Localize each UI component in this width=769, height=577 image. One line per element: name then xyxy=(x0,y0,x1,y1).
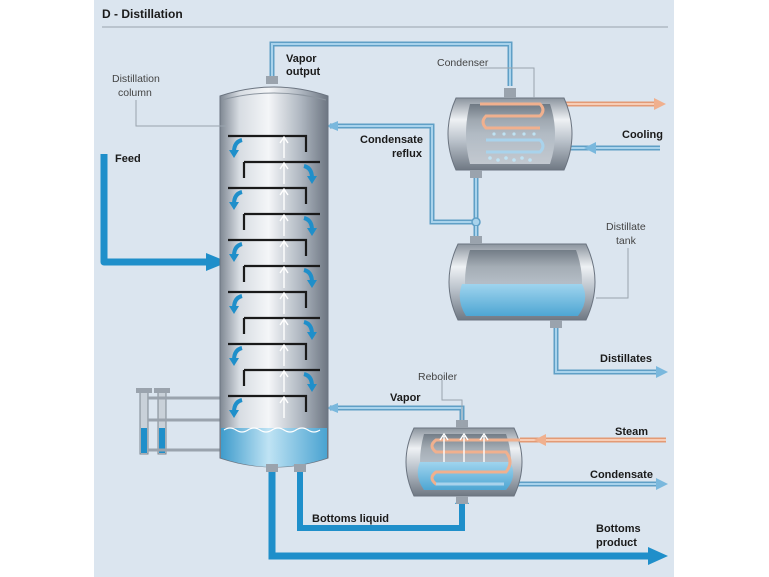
column-tray xyxy=(242,368,320,386)
vapor-flow-arrow xyxy=(279,161,289,184)
level-gauge xyxy=(136,388,220,455)
steam-pipe xyxy=(520,434,666,446)
vapor-flow-arrow xyxy=(279,395,289,418)
bottoms-product-pipe xyxy=(268,470,668,565)
liquid-flow-arrowhead xyxy=(229,202,239,210)
label-bottoms-product-line2: product xyxy=(596,537,637,549)
column-tray xyxy=(228,342,308,360)
vapor-flow-arrow xyxy=(279,135,289,158)
vapor-output-pipe xyxy=(269,41,513,86)
column-tray xyxy=(242,264,320,282)
label-distillate-tank-line1: Distillate xyxy=(606,221,646,233)
label-distillation-column-line2: column xyxy=(118,87,152,99)
reboiler-vapor-pipe xyxy=(326,403,465,424)
column-tray xyxy=(242,212,320,230)
feed-pipe xyxy=(100,154,228,271)
label-distillation-column-line1: Distillation xyxy=(112,73,160,85)
column-tray xyxy=(228,238,308,256)
label-steam: Steam xyxy=(615,426,648,438)
label-cooling: Cooling xyxy=(622,129,663,141)
label-distillate-tank-line2: tank xyxy=(616,235,637,247)
label-feed: Feed xyxy=(115,153,141,165)
vapor-flow-arrow xyxy=(279,187,289,210)
column-tray xyxy=(228,394,308,412)
cooling-pipe xyxy=(560,142,660,154)
condensate-pipe xyxy=(500,478,668,490)
liquid-flow-arrowhead xyxy=(229,254,239,262)
column-tray xyxy=(242,316,320,334)
label-bottoms-liquid: Bottoms liquid xyxy=(312,513,389,525)
condenser xyxy=(447,88,573,178)
vapor-flow-arrow xyxy=(279,317,289,340)
reboiler xyxy=(405,420,523,504)
condensate-reflux-pipe xyxy=(326,121,481,262)
label-condensate: Condensate xyxy=(590,469,653,481)
liquid-flow-arrowhead xyxy=(229,306,239,314)
vapor-flow-arrow xyxy=(279,239,289,262)
liquid-flow-arrowhead xyxy=(307,384,317,392)
liquid-flow-arrowhead xyxy=(229,358,239,366)
distillates-pipe xyxy=(553,320,668,378)
liquid-flow-arrowhead xyxy=(229,150,239,158)
column-trays xyxy=(228,134,320,418)
liquid-flow-arrowhead xyxy=(307,280,317,288)
label-vapor-output-line2: output xyxy=(286,66,321,78)
label-condensate-reflux-line2: reflux xyxy=(392,148,423,160)
label-vapor: Vapor xyxy=(390,392,421,404)
label-reboiler: Reboiler xyxy=(418,371,458,383)
liquid-flow-arrowhead xyxy=(307,228,317,236)
vapor-flow-arrow xyxy=(279,213,289,236)
vapor-flow-arrow xyxy=(279,265,289,288)
label-condenser: Condenser xyxy=(437,57,489,69)
liquid-flow-arrowhead xyxy=(307,332,317,340)
column-tray xyxy=(228,134,308,152)
label-distillates: Distillates xyxy=(600,353,652,365)
vapor-flow-arrow xyxy=(279,291,289,314)
label-condensate-reflux-line1: Condensate xyxy=(360,134,423,146)
vapor-flow-arrow xyxy=(279,369,289,392)
callout-lines xyxy=(135,67,629,426)
liquid-flow-arrowhead xyxy=(307,176,317,184)
column-tray xyxy=(228,290,308,308)
column-tray xyxy=(228,186,308,204)
label-bottoms-product-line1: Bottoms xyxy=(596,523,641,535)
distillate-tank xyxy=(448,236,596,328)
distillation-column xyxy=(219,76,329,472)
page-title: D - Distillation xyxy=(102,7,183,21)
column-tray xyxy=(242,160,320,178)
label-vapor-output-line1: Vapor xyxy=(286,53,317,65)
condenser-droplets xyxy=(488,132,536,162)
liquid-flow-arrowhead xyxy=(229,410,239,418)
vapor-flow-arrow xyxy=(279,343,289,366)
